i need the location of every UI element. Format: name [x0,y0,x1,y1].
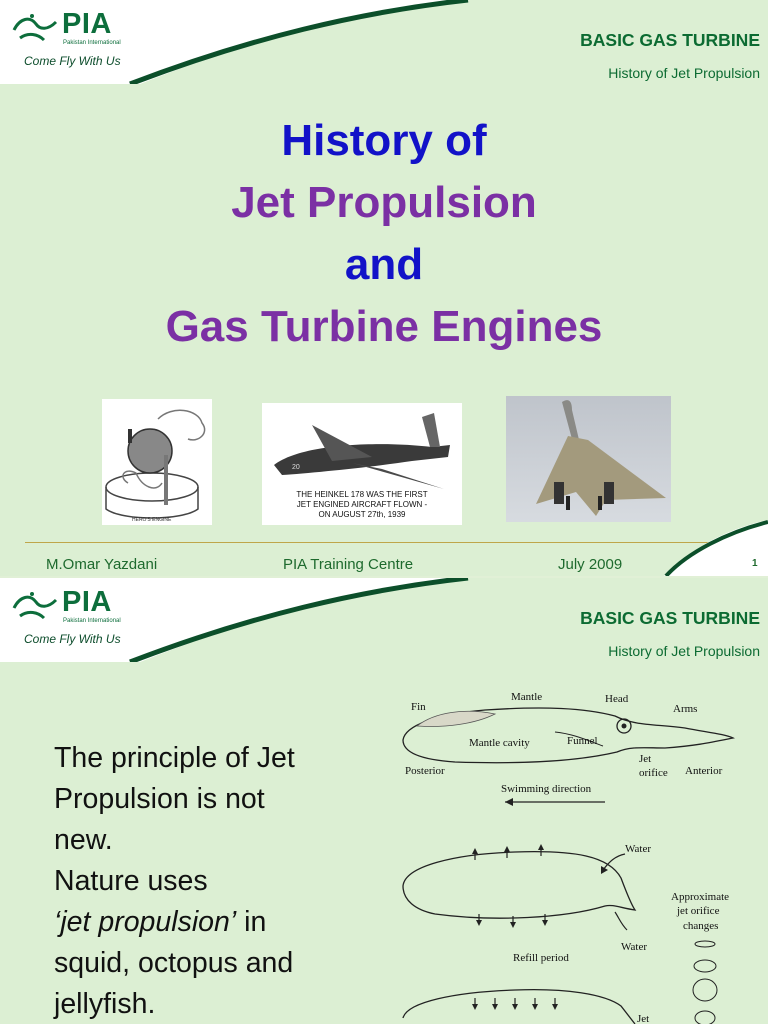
heinkel-aircraft-illustration: 20 THE HEINKEL 178 WAS THE FIRST JET ENG… [274,413,450,519]
body-line-4: Nature uses [54,865,208,897]
heros-engine-image: HERO'S ENGINE [102,399,212,525]
header-title: BASIC GAS TURBINE [580,608,760,628]
header-background [0,0,768,84]
label-refill-period: Refill period [513,952,569,964]
label-changes: changes [683,920,718,932]
footer-centre: PIA Training Centre [283,556,414,573]
footer-date: July 2009 [558,556,623,573]
squid-diagram: Fin Mantle Head Arms Mantle cavity Funne… [402,691,735,1024]
label-water-top: Water [625,843,651,855]
slogan: Come Fly With Us [24,54,121,68]
slide-2: PIA Pakistan International Come Fly With… [0,578,768,1024]
body-line-5: ‘jet propulsion’ in [54,902,374,943]
label-approximate: Approximate [671,891,729,903]
slide-header: PIA Pakistan International Come Fly With… [0,578,768,662]
slide-1: PIA Pakistan International Come Fly With… [0,0,768,576]
heinkel-caption-line-2: JET ENGINED AIRCRAFT FLOWN - [297,500,428,509]
body-line-3: new. [54,824,113,856]
footer-author: M.Omar Yazdani [46,556,158,573]
slide-header: PIA Pakistan International Come Fly With… [0,0,768,84]
logo-text: PIA [62,586,112,618]
title-line-4: Gas Turbine Engines [165,302,603,351]
heinkel-caption-line-3: ON AUGUST 27th, 1939 [318,510,406,519]
logo-subtext: Pakistan International [63,618,121,624]
logo-subtext: Pakistan International [63,40,121,46]
body-text: The principle of Jet Propulsion is not n… [54,738,374,1024]
label-funnel: Funnel [567,735,598,747]
page-number: 1 [752,558,758,569]
label-fin: Fin [411,701,426,713]
body-line-5-rest: in [236,906,267,938]
title-line-3: and [344,240,424,289]
body-line-6: squid, octopus and [54,947,294,979]
concorde-aircraft-illustration [506,396,671,522]
label-water-bottom: Water [621,941,647,953]
label-mantle: Mantle [511,691,542,703]
concorde-image [506,396,671,522]
label-anterior: Anterior [685,765,723,777]
jet-propulsion-emphasis: ‘jet propulsion’ [54,906,237,938]
heros-engine-illustration: HERO'S ENGINE [105,409,206,523]
label-jet: Jet [639,753,651,765]
label-arms: Arms [673,703,697,715]
heinkel-number: 20 [292,464,300,471]
heros-engine-caption: HERO'S ENGINE [132,517,172,523]
pia-logo-icon [12,14,58,42]
footer-swoosh [658,520,768,576]
header-background [0,578,768,662]
body-line-1: The principle of Jet [54,742,295,774]
header-subtitle: History of Jet Propulsion [608,643,760,659]
body-line-7: jellyfish. [54,988,156,1020]
heinkel-image: 20 THE HEINKEL 178 WAS THE FIRST JET ENG… [262,403,462,525]
footer-divider [25,542,728,543]
label-swimming-direction: Swimming direction [501,783,592,795]
header-title: BASIC GAS TURBINE [580,30,760,50]
slogan: Come Fly With Us [24,632,121,646]
title-line-1: History of [281,116,487,165]
label-jet-bottom: Jet [637,1013,649,1024]
logo-text: PIA [62,8,112,40]
label-orifice: orifice [639,767,668,779]
title-line-2: Jet Propulsion [231,178,537,227]
label-mantle-cavity: Mantle cavity [469,737,530,749]
label-head: Head [605,693,629,705]
body-line-2: Propulsion is not [54,783,265,815]
header-subtitle: History of Jet Propulsion [608,65,760,81]
pia-logo-icon [12,592,58,620]
label-jet-orifice: jet orifice [676,905,720,917]
label-posterior: Posterior [405,765,445,777]
heinkel-caption-line-1: THE HEINKEL 178 WAS THE FIRST [296,490,427,499]
